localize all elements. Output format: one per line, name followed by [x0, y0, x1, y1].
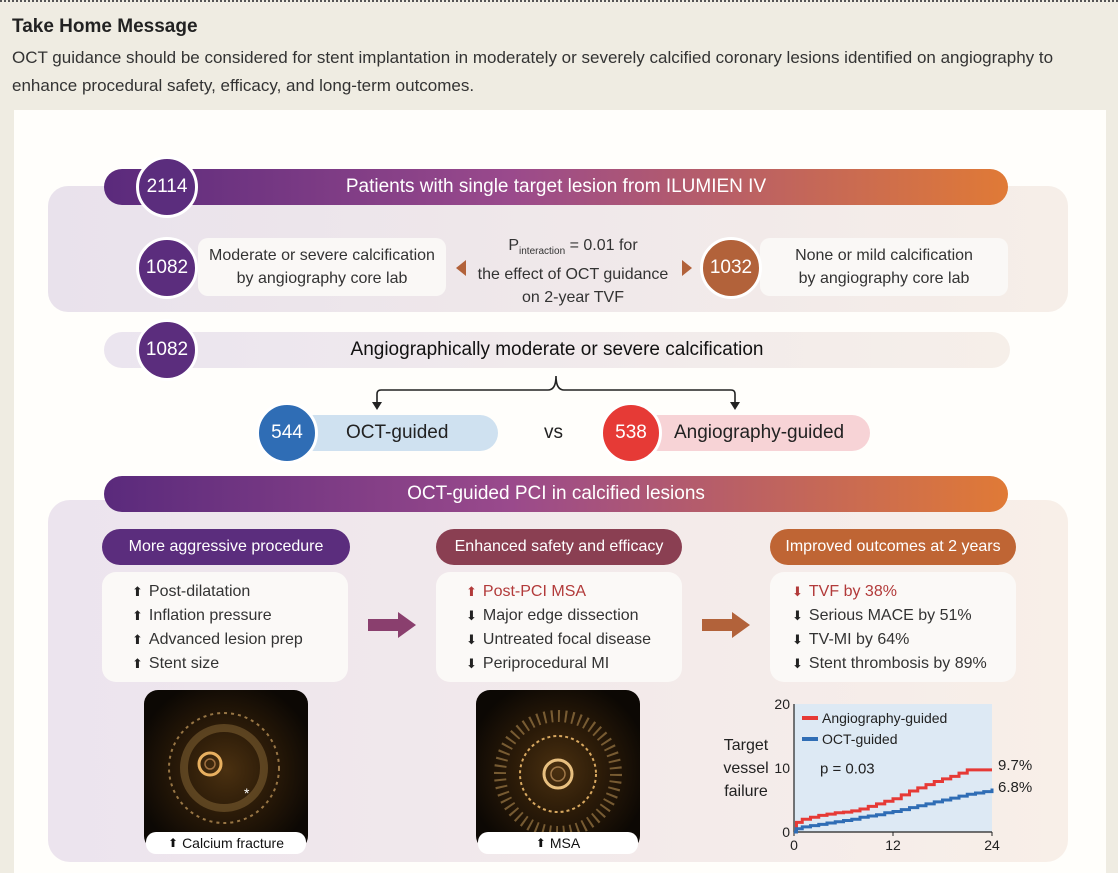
interaction-note: Pinteraction = 0.01 for the effect of OC…: [468, 234, 678, 309]
top-divider: [0, 0, 1118, 2]
ylabel-line: vessel: [723, 760, 769, 777]
y-tick-label: 0: [782, 824, 790, 840]
arrow-right-icon: [368, 612, 416, 638]
km-chart: 0 10 20 0 12 24 Angiography-guided 9.7% OCT-guid…: [774, 696, 1032, 853]
noncalcified-group-box: None or mild calcification by angiography…: [760, 238, 1008, 296]
angio-count-badge: 538: [600, 402, 662, 464]
list-item: Post-dilatation: [132, 580, 348, 604]
population-count-badge: 2114: [136, 156, 198, 218]
list-item: Advanced lesion prep: [132, 628, 348, 652]
noncalcified-count: 1032: [709, 257, 753, 278]
calcified-group-box: Moderate or severe calcification by angio…: [198, 238, 446, 296]
calcified-count-badge: 1082: [136, 237, 198, 299]
angio-group-label: Angiography-guided: [674, 422, 845, 443]
legend-label: OCT-guided: [822, 731, 897, 747]
oct-group-pill: OCT-guided: [296, 415, 498, 451]
angio-group-pill: Angiography-guided: [640, 415, 870, 451]
end-label: 6.8%: [998, 779, 1032, 796]
p-symbol: P: [508, 237, 520, 254]
y-tick-label: 10: [774, 760, 790, 776]
oct-group-label: OCT-guided: [346, 422, 449, 443]
population-title: Patients with single target lesion from …: [345, 176, 767, 197]
angio-count: 538: [615, 422, 647, 443]
ylabel-line: failure: [724, 783, 768, 800]
legend-label: Angiography-guided: [822, 710, 947, 726]
cohort-count: 1082: [145, 339, 189, 360]
take-home-title: Take Home Message: [12, 16, 198, 37]
calcified-cohort-bar: Angiographically moderate or severe calc…: [104, 332, 1010, 368]
msa-oct-image: [476, 690, 640, 850]
list-item: Untreated focal disease: [466, 628, 682, 652]
outcomes-header: Improved outcomes at 2 years: [770, 529, 1016, 565]
p-value-annotation: p = 0.03: [820, 760, 875, 777]
calcium-fracture-oct-image: *: [144, 690, 308, 850]
list-item: TV-MI by 64%: [792, 628, 1016, 652]
ylabel-line: Target: [723, 737, 769, 754]
p-value: = 0.01 for: [565, 237, 638, 254]
calcified-count: 1082: [145, 257, 189, 278]
oct-image-graphic: *: [168, 712, 280, 824]
interaction-line-3: on 2-year TVF: [522, 289, 624, 307]
calcified-text-2: by angiography core lab: [236, 270, 408, 287]
list-item: Post-PCI MSA: [466, 580, 682, 604]
p-subscript: interaction: [519, 246, 566, 258]
series-line: [794, 788, 994, 834]
calcium-fracture-label: Calcium fracture: [182, 835, 284, 851]
arrow-right-icon: [702, 612, 750, 638]
take-home-body: OCT guidance should be considered for st…: [12, 48, 1054, 95]
calcified-text-1: Moderate or severe calcification: [209, 247, 435, 264]
procedure-header-label: More aggressive procedure: [128, 538, 324, 555]
interaction-line-2: the effect of OCT guidance: [477, 266, 669, 284]
procedure-list: Post-dilatation Inflation pressure Advan…: [102, 572, 348, 682]
list-item: Stent size: [132, 652, 348, 676]
msa-caption: MSA: [478, 832, 638, 854]
outcomes-header-label: Improved outcomes at 2 years: [785, 538, 1001, 555]
x-tick-label: 0: [790, 837, 798, 853]
safety-header-label: Enhanced safety and efficacy: [454, 538, 664, 555]
list-item: Periprocedural MI: [466, 652, 682, 676]
end-label: 9.7%: [998, 757, 1032, 774]
chart-ylabel: Target vessel failure: [718, 734, 774, 803]
calcium-fracture-caption: Calcium fracture: [146, 832, 306, 854]
noncalcified-text-2: by angiography core lab: [798, 270, 970, 287]
list-item: Inflation pressure: [132, 604, 348, 628]
series-line: [794, 768, 992, 834]
right-arrow-icon: [682, 260, 692, 276]
noncalcified-count-badge: 1032: [700, 237, 762, 299]
x-tick-label: 24: [984, 837, 1000, 853]
oct-pci-bar: OCT-guided PCI in calcified lesions: [104, 476, 1008, 512]
oct-count-badge: 544: [256, 402, 318, 464]
list-item: TVF by 38%: [792, 580, 1016, 604]
versus-label: vs: [544, 422, 563, 443]
safety-list: Post-PCI MSA Major edge dissection Untre…: [436, 572, 682, 682]
left-arrow-icon: [456, 260, 466, 276]
split-bracket: [372, 375, 740, 410]
procedure-header: More aggressive procedure: [102, 529, 350, 565]
x-tick-label: 12: [885, 837, 901, 853]
oct-pci-title: OCT-guided PCI in calcified lesions: [407, 483, 705, 504]
y-tick-label: 20: [774, 696, 790, 712]
oct-image-graphic: [494, 710, 622, 838]
calcified-cohort-title: Angiographically moderate or severe calc…: [350, 339, 764, 360]
cohort-count-badge: 1082: [136, 319, 198, 381]
safety-header: Enhanced safety and efficacy: [436, 529, 682, 565]
noncalcified-text-1: None or mild calcification: [795, 247, 973, 264]
oct-count: 544: [271, 422, 303, 443]
list-item: Major edge dissection: [466, 604, 682, 628]
population-count: 2114: [146, 176, 188, 197]
list-item: Stent thrombosis by 89%: [792, 652, 1016, 676]
msa-label: MSA: [549, 835, 581, 851]
list-item: Serious MACE by 51%: [792, 604, 1016, 628]
population-bar: Patients with single target lesion from …: [104, 169, 1008, 205]
outcomes-list: TVF by 38% Serious MACE by 51% TV-MI by …: [770, 572, 1016, 682]
fracture-marker: *: [244, 785, 250, 801]
